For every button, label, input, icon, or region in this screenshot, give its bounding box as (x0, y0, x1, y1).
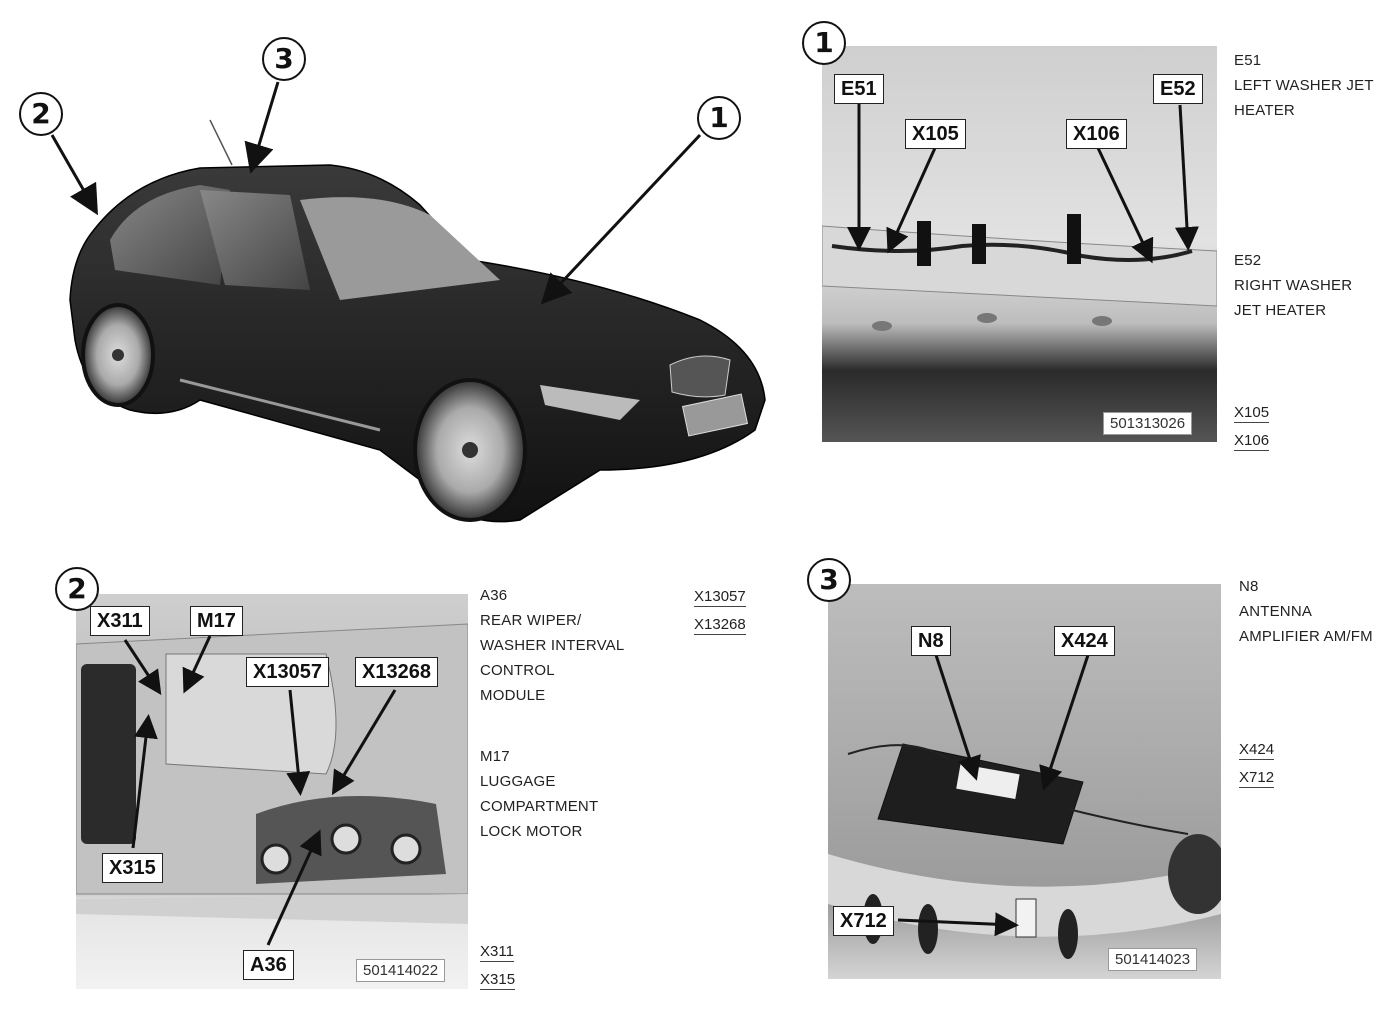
legend-line: RIGHT WASHER (1234, 277, 1353, 294)
legend-line: AMPLIFIER AM/FM (1239, 628, 1373, 645)
car-arrow-2 (50, 134, 98, 216)
legend-line: A36 (480, 587, 508, 604)
car-arrow-1 (540, 133, 702, 305)
callout-e51: E51 (834, 74, 884, 104)
car-arrow-3 (244, 81, 280, 174)
callout-x712: X712 (833, 906, 894, 936)
connector-link[interactable]: X315 (480, 971, 516, 990)
legend-line: E52 (1234, 252, 1262, 269)
connector-link[interactable]: X13057 (694, 588, 746, 607)
callout-x13057: X13057 (246, 657, 329, 687)
legend-line: M17 (480, 748, 510, 765)
legend-line: CONTROL (480, 662, 555, 679)
panel1-marker: 1 (802, 21, 846, 65)
legend-line: WASHER INTERVAL (480, 637, 625, 654)
panel2-legend: A36 REAR WIPER/ WASHER INTERVAL CONTROL … (480, 583, 624, 844)
panel1-legend: E51 LEFT WASHER JET HEATER E52 RIGHT WAS… (1234, 48, 1374, 323)
legend-line: LUGGAGE (480, 773, 556, 790)
callout-x105: X105 (905, 119, 966, 149)
panel2-marker: 2 (55, 567, 99, 611)
panel1-photo (822, 46, 1217, 442)
callout-x424: X424 (1054, 626, 1115, 656)
legend-line: ANTENNA (1239, 603, 1313, 620)
legend-line: HEATER (1234, 102, 1295, 119)
car-body (69, 119, 766, 523)
panel1-photo-id: 501313026 (1103, 412, 1193, 435)
callout-a36: A36 (243, 950, 294, 980)
connector-link[interactable]: X13268 (694, 616, 746, 635)
callout-x315: X315 (102, 853, 163, 883)
legend-line: MODULE (480, 687, 546, 704)
connector-link[interactable]: X424 (1239, 741, 1275, 760)
legend-line: JET HEATER (1234, 302, 1327, 319)
legend-line: LOCK MOTOR (480, 823, 583, 840)
legend-line: E51 (1234, 52, 1262, 69)
legend-line: COMPARTMENT (480, 798, 599, 815)
callout-e52: E52 (1153, 74, 1203, 104)
connector-link[interactable]: X311 (480, 943, 514, 962)
panel3-legend: N8 ANTENNA AMPLIFIER AM/FM (1239, 574, 1373, 649)
callout-n8: N8 (911, 626, 951, 656)
panel2-photo (76, 594, 468, 989)
callout-m17: M17 (190, 606, 243, 636)
legend-line: REAR WIPER/ (480, 612, 582, 629)
legend-line: N8 (1239, 578, 1259, 595)
panel2-connectors: X311 X315 (480, 939, 516, 995)
car-marker-2: 2 (19, 92, 63, 136)
rear-left-wheel (81, 303, 155, 407)
front-left-wheel (413, 378, 527, 522)
panel2-connectors-top: X13057 X13268 (694, 584, 746, 640)
panel2-photo-id: 501414022 (356, 959, 446, 982)
panel3-photo-id: 501414023 (1108, 948, 1198, 971)
car-marker-3: 3 (262, 37, 306, 81)
connector-link[interactable]: X105 (1234, 404, 1270, 423)
panel3-connectors: X424 X712 (1239, 737, 1275, 793)
panel3-marker: 3 (807, 558, 851, 602)
connector-link[interactable]: X106 (1234, 432, 1270, 451)
callout-x13268: X13268 (355, 657, 438, 687)
legend-line: LEFT WASHER JET (1234, 77, 1374, 94)
car-marker-1: 1 (697, 96, 741, 140)
panel1-connectors: X105 X106 (1234, 400, 1270, 456)
callout-x311: X311 (90, 606, 150, 636)
panel3-photo (828, 584, 1221, 979)
callout-x106: X106 (1066, 119, 1127, 149)
connector-link[interactable]: X712 (1239, 769, 1275, 788)
